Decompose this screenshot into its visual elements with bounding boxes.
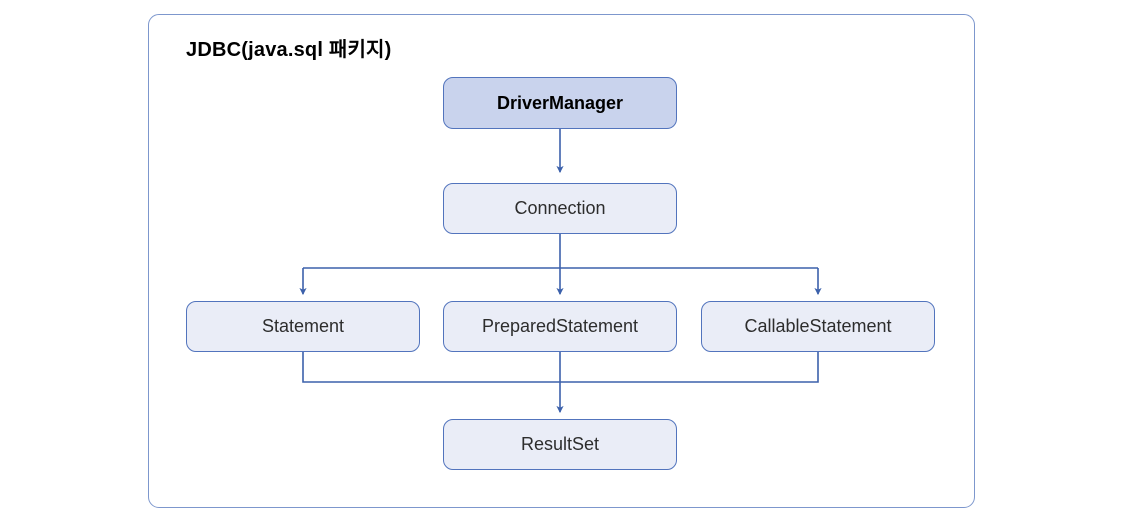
node-callablestatement: CallableStatement [701,301,935,352]
node-drivermanager: DriverManager [443,77,677,129]
node-callablestatement-label: CallableStatement [744,316,892,336]
node-drivermanager-label: DriverManager [496,92,624,113]
node-statement-label: Statement [261,316,345,336]
diagram-title: JDBC(java.sql 패키지) [186,39,392,61]
node-resultset-label: ResultSet [520,434,600,454]
node-statement: Statement [186,301,420,352]
node-preparedstatement-label: PreparedStatement [481,316,639,336]
node-preparedstatement: PreparedStatement [443,301,677,352]
node-resultset: ResultSet [443,419,677,470]
node-connection: Connection [443,183,677,234]
node-connection-label: Connection [514,198,606,218]
